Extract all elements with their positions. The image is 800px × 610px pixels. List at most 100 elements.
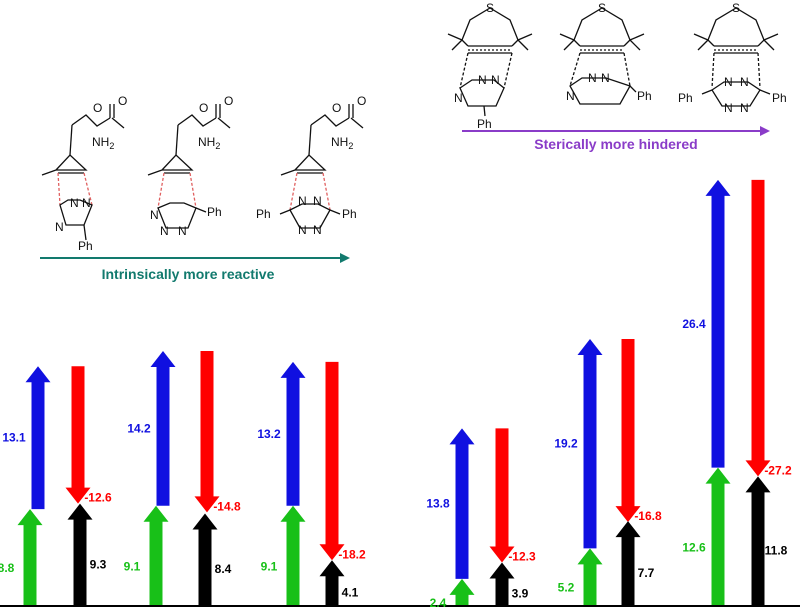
blue-arrow-1 [25,366,51,510]
red-arrow-5 [615,339,641,523]
structure-cyclopropene-124-triazine [41,104,125,241]
red-arrow-2 [194,351,220,513]
blue-label-2: 14.2 [127,421,151,435]
atom-n-4a: N [478,73,487,87]
green-label-4: 2.4 [430,596,447,610]
red-label-6: -27.2 [764,463,792,477]
blue-label-4: 13.8 [426,497,450,511]
green-arrow-1 [17,509,43,605]
green-label-2: 9.1 [124,559,141,573]
green-label-5: 5.2 [558,581,575,595]
black-arrow-5 [615,521,641,605]
atom-n-1a: N [70,196,79,210]
atom-n-6b: N [740,75,749,89]
atom-n-2c: N [178,224,187,238]
red-arrow-3 [319,361,345,561]
black-arrow-1 [67,503,93,605]
atom-n-4b: N [491,73,500,87]
atom-n-1c: N [55,220,64,234]
black-label-1: 9.3 [90,557,107,571]
phenyl-3b: Ph [342,207,357,221]
caption-intrinsically-more-reactive: Intrinsically more reactive [102,266,275,282]
atom-n-4c: N [454,91,463,105]
green-label-1: 8.8 [0,561,15,575]
red-arrow-1 [65,366,91,504]
phenyl-5: Ph [637,89,652,103]
atom-n-3a: N [298,194,307,208]
phenyl-2: Ph [207,205,222,219]
atom-o-1b: O [118,94,127,108]
black-arrow-2 [192,513,218,605]
black-arrow-6 [745,476,771,605]
atom-n-3d: N [313,223,322,237]
phenyl-6a: Ph [678,91,693,105]
black-arrow-4 [489,562,515,605]
green-arrow-3 [280,505,306,605]
phenyl-1: Ph [78,239,93,253]
black-label-2: 8.4 [215,562,232,576]
atom-n-3c: N [298,223,307,237]
red-label-1: -12.6 [84,491,112,505]
reactivity-arrow [40,253,350,263]
atom-nh2-1: NH2 [92,135,114,151]
red-label-2: -14.8 [213,499,241,513]
atom-o-2a: O [199,101,208,115]
atom-n-6a: N [724,75,733,89]
atom-n-3b: N [313,194,322,208]
subscript-2: 2 [215,141,220,151]
black-label-5: 7.7 [638,566,655,580]
steric-arrow [462,126,770,136]
blue-label-5: 19.2 [554,437,578,451]
black-label-3: 4.1 [342,586,359,600]
green-arrow-5 [577,548,603,605]
red-label-3: -18.2 [338,547,366,561]
atom-s-5: S [598,1,606,15]
atom-n-1b: N [82,196,91,210]
cycloalkyne-atom-labels: S N N N Ph S N N N Ph S N N N N Ph Ph [454,1,787,131]
atom-s-4: S [486,1,494,15]
atom-n-2b: N [160,224,169,238]
structure-cyclopropene-123-triazine [147,104,231,229]
structure-alkyne-124-triazine [447,7,533,117]
atom-nh2-3: NH2 [331,135,353,151]
red-arrow-6 [745,179,771,477]
green-label-3: 9.1 [261,559,278,573]
atom-s-6: S [732,1,740,15]
black-label-6: 11.8 [765,544,788,558]
blue-label-1: 13.1 [2,431,26,445]
blue-arrow-4 [449,428,475,579]
blue-label-6: 26.4 [682,317,706,331]
red-label-5: -16.8 [634,509,662,523]
atom-nh2-2: NH2 [198,135,220,151]
subscript-2: 2 [109,141,114,151]
atom-n-5a: N [588,71,597,85]
red-label-4: -12.3 [508,549,536,563]
atom-n-5b: N [601,71,610,85]
atom-n-5c: N [566,89,575,103]
energy-arrows: 8.8 13.1 -12.6 9.3 9.1 14.2 -14.8 8.4 9.1 13.2 -18… [0,179,792,610]
atom-o-2b: O [224,94,233,108]
green-arrow-2 [143,505,169,605]
blue-arrow-6 [705,179,731,468]
nh-text: NH [92,135,109,149]
atom-n-6c: N [724,101,733,115]
black-arrow-3 [319,560,345,605]
green-arrow-6 [705,467,731,605]
atom-o-1a: O [93,101,102,115]
blue-label-3: 13.2 [257,427,281,441]
atom-n-6d: N [740,101,749,115]
structure-alkyne-tetrazine [693,7,779,107]
atom-o-3b: O [357,94,366,108]
atom-n-2a: N [150,208,159,222]
green-label-6: 12.6 [682,540,706,554]
blue-arrow-2 [150,351,176,506]
cyclopropene-atom-labels: O O NH2 N N N Ph O O NH2 N N N Ph O O NH… [55,94,366,253]
atom-o-3a: O [332,101,341,115]
caption-sterically-more-hindered: Sterically more hindered [534,136,697,152]
cyclopropene-structures [41,104,364,241]
black-label-4: 3.9 [512,587,529,601]
phenyl-4: Ph [477,117,492,131]
phenyl-3a: Ph [256,207,271,221]
